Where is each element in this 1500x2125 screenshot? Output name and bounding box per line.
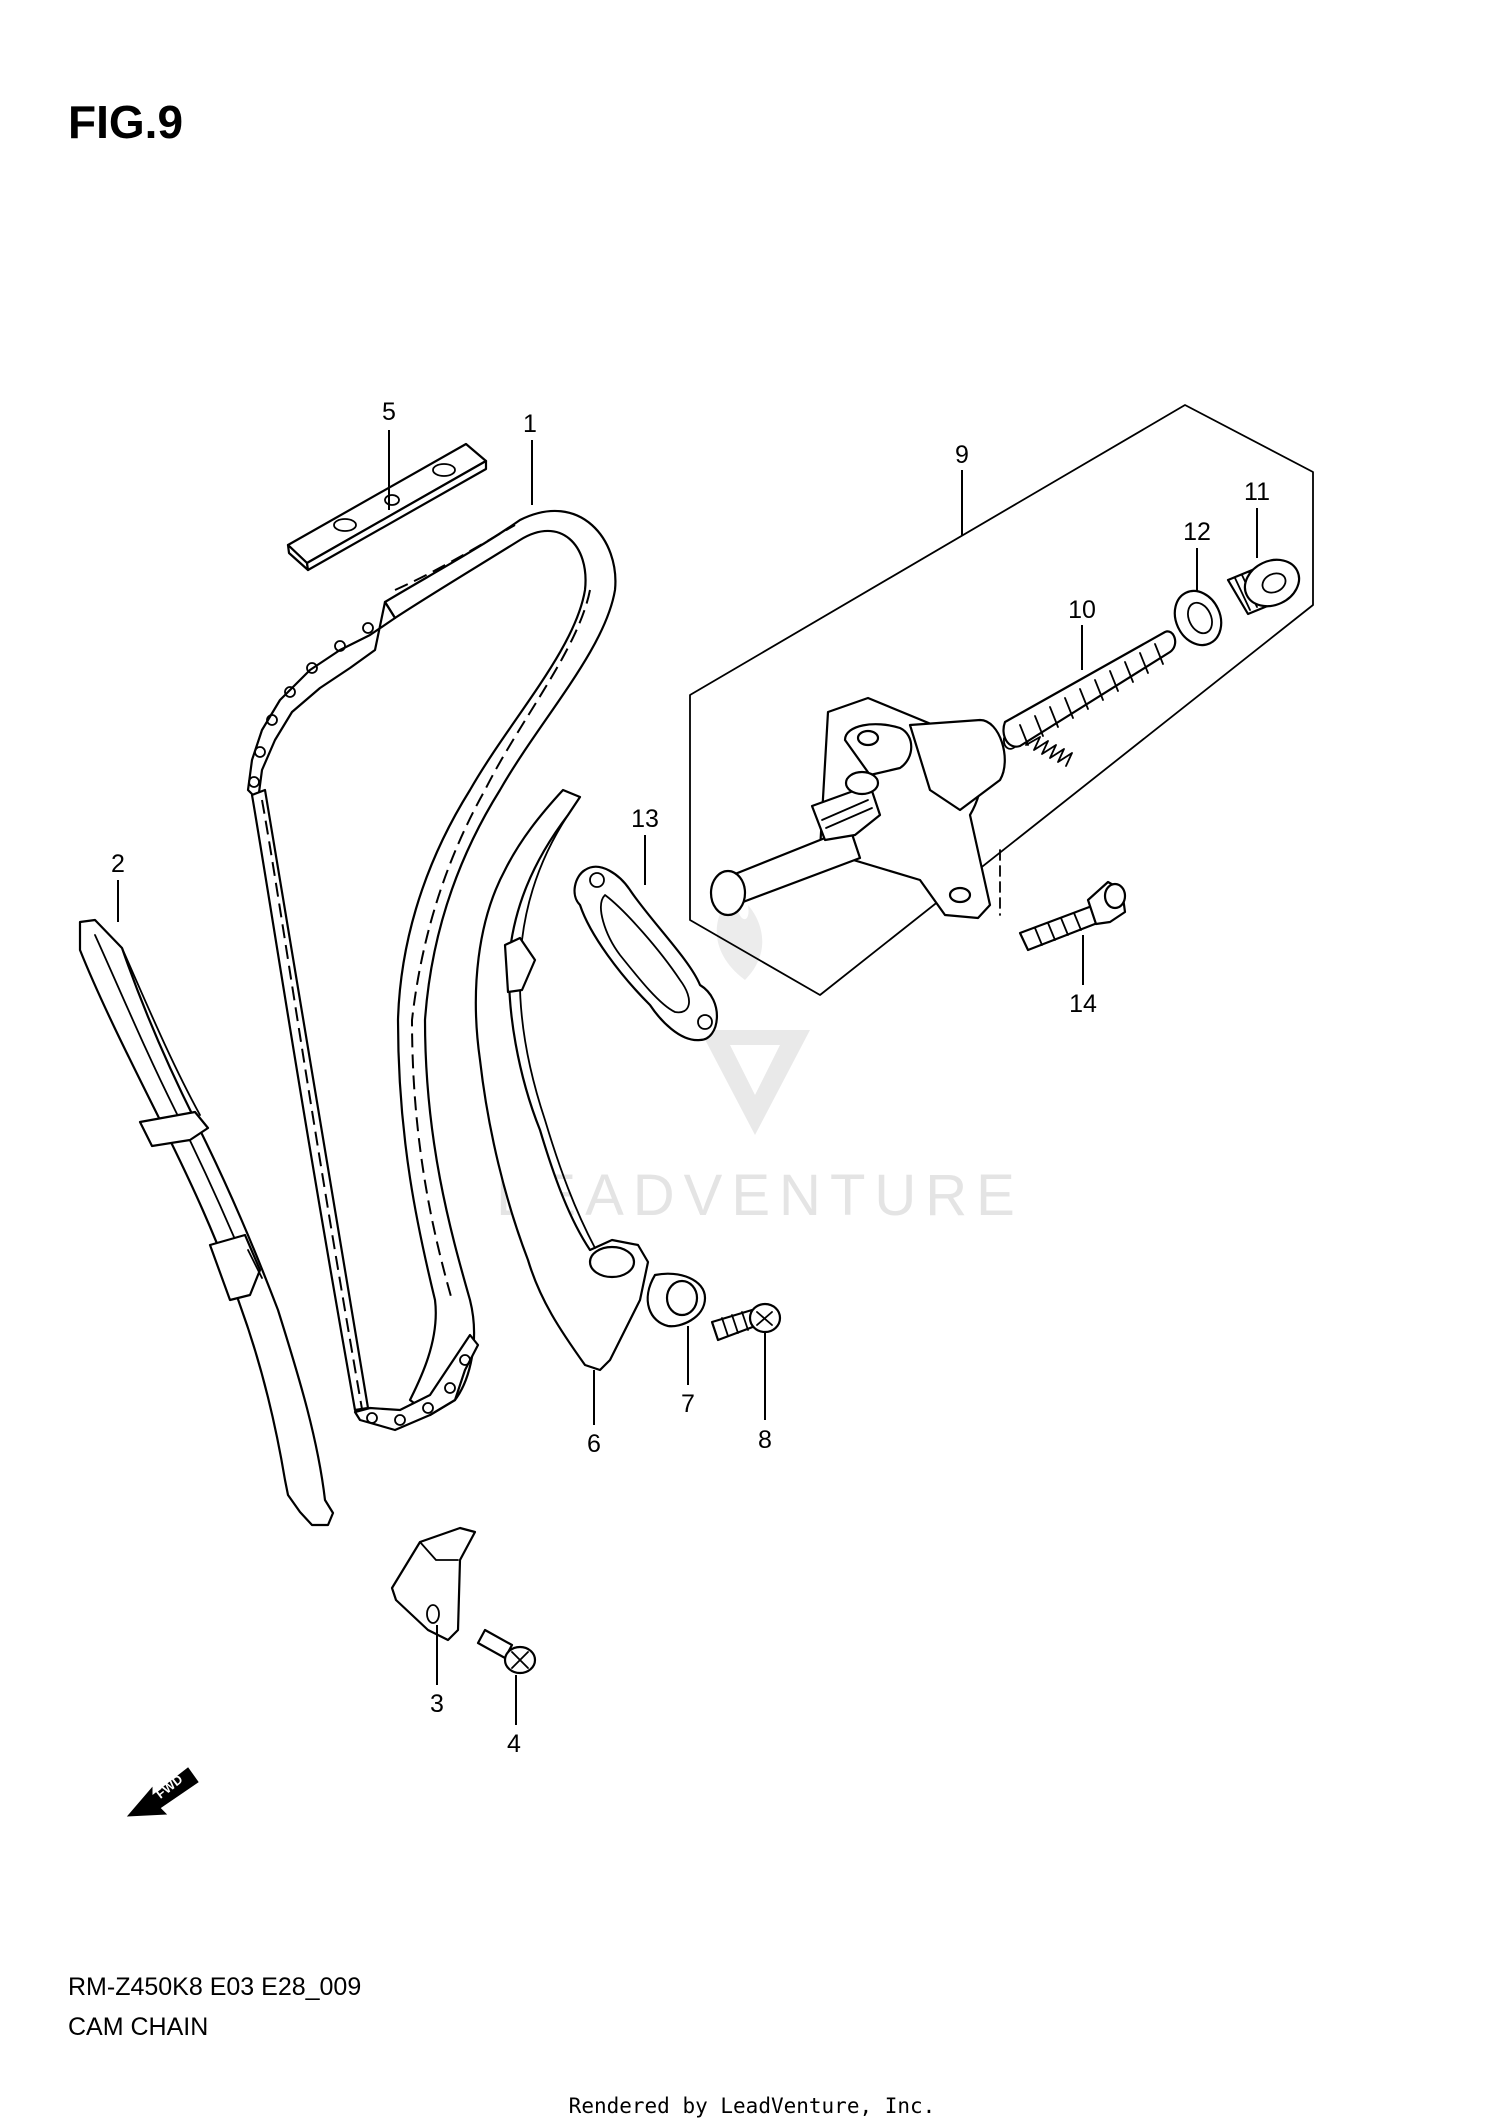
part-5-guide-plate[interactable]: [286, 442, 488, 572]
callouts: 5 1 2 3 4 6 7 8 9 10 11 12 13 14: [111, 398, 1270, 1758]
model-code: RM-Z450K8 E03 E28_009: [68, 1973, 361, 2001]
callout-12[interactable]: 12: [1183, 518, 1211, 546]
callout-4[interactable]: 4: [507, 1730, 521, 1758]
callout-5[interactable]: 5: [382, 398, 396, 426]
watermark: LEADVENTURE: [496, 890, 1024, 1228]
callout-9[interactable]: 9: [955, 441, 969, 469]
callout-1[interactable]: 1: [523, 410, 537, 438]
section-name: CAM CHAIN: [68, 2013, 208, 2041]
part-4-bolt[interactable]: [476, 1628, 537, 1675]
callout-11[interactable]: 11: [1244, 478, 1270, 506]
callout-6[interactable]: 6: [587, 1430, 601, 1458]
part-10-spring[interactable]: [1002, 630, 1177, 767]
part-13-gasket[interactable]: [573, 865, 718, 1042]
part-3-guide-bracket[interactable]: [390, 1526, 477, 1642]
watermark-v-icon: [700, 1030, 810, 1135]
part-6-chain-guide-right[interactable]: [474, 788, 650, 1372]
fwd-direction-arrow: FWD: [126, 1767, 199, 1817]
part-2-chain-guide-left[interactable]: [78, 918, 335, 1527]
part-14-bolt[interactable]: [1018, 880, 1127, 952]
watermark-text: LEADVENTURE: [496, 1163, 1024, 1228]
callout-10[interactable]: 10: [1068, 596, 1096, 624]
callout-8[interactable]: 8: [758, 1426, 772, 1454]
part-12-washer[interactable]: [1166, 583, 1230, 652]
callout-14[interactable]: 14: [1069, 990, 1097, 1018]
part-8-bolt[interactable]: [710, 1302, 782, 1342]
callout-7[interactable]: 7: [681, 1390, 695, 1418]
rendered-by-note: Rendered by LeadVenture, Inc.: [569, 2094, 936, 2118]
part-9-tensioner-assembly[interactable]: [689, 404, 1314, 996]
part-11-plug-bolt[interactable]: [1226, 551, 1307, 616]
figure-title: FIG.9: [68, 96, 183, 148]
part-7-spacer[interactable]: [646, 1272, 707, 1328]
part-1-cam-chain[interactable]: [246, 509, 617, 1432]
callout-2[interactable]: 2: [111, 850, 125, 878]
callout-3[interactable]: 3: [430, 1690, 444, 1718]
callout-13[interactable]: 13: [631, 805, 659, 833]
leader-lines: [117, 430, 1258, 1725]
